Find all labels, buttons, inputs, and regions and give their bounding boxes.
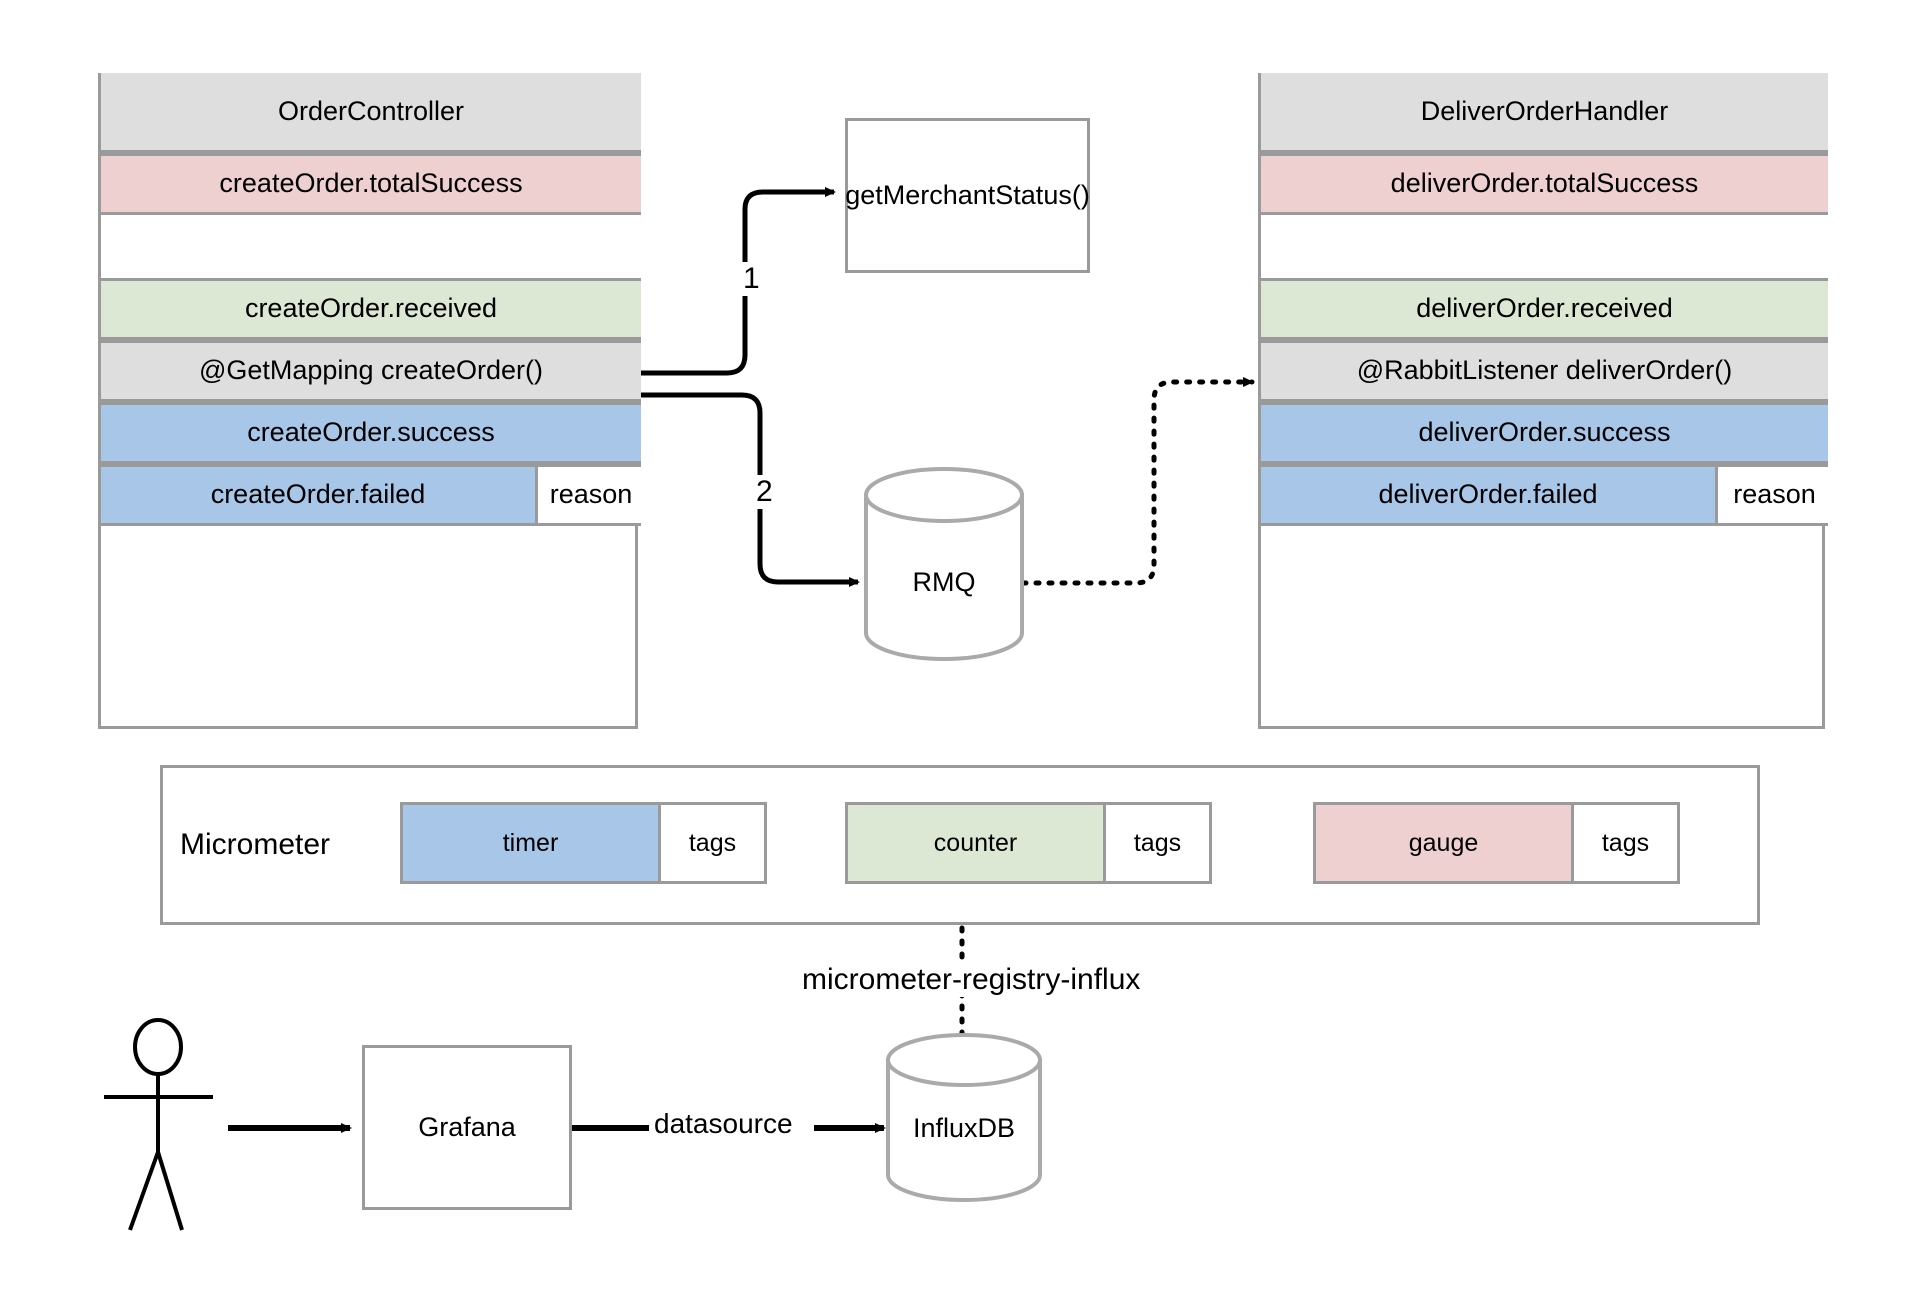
metric-timer-tags: tags xyxy=(688,828,737,857)
metric-gauge-name: gauge xyxy=(1408,828,1479,857)
order-controller-header-label: OrderController xyxy=(277,95,465,126)
influxdb-label-text: InfluxDB xyxy=(912,1112,1016,1143)
order-controller-box: OrderController createOrder.totalSuccess… xyxy=(98,73,641,729)
metric-timer-name-cell: timer xyxy=(403,805,661,881)
order-controller-header: OrderController xyxy=(101,73,641,153)
micrometer-registry-influx-label: micrometer-registry-influx xyxy=(798,963,1145,997)
metric-timer-tags-cell: tags xyxy=(661,805,764,881)
deliver-order-failed-label: deliverOrder.failed xyxy=(1378,479,1598,510)
metric-counter: counter tags xyxy=(845,802,1212,884)
deliver-order-totalsuccess-label: deliverOrder.totalSuccess xyxy=(1390,168,1699,199)
order-controller-row-method: @GetMapping createOrder() xyxy=(101,340,641,402)
call-number-1: 1 xyxy=(739,262,764,296)
deliver-order-row-totalsuccess: deliverOrder.totalSuccess xyxy=(1261,153,1828,215)
influxdb-cylinder xyxy=(886,1033,1042,1202)
deliver-order-row-spacer xyxy=(1261,215,1828,278)
metric-counter-tags: tags xyxy=(1133,828,1182,857)
call-number-2: 2 xyxy=(752,475,777,509)
influxdb-label: InfluxDB xyxy=(888,1108,1040,1148)
micrometer-panel-label-text: Micrometer xyxy=(180,828,331,861)
order-controller-totalsuccess-label: createOrder.totalSuccess xyxy=(219,168,523,199)
metric-gauge-tags-cell: tags xyxy=(1574,805,1677,881)
get-merchant-status-label: getMerchantStatus() xyxy=(845,180,1090,210)
datasource-edge-label: datasource xyxy=(650,1108,797,1140)
edge-createorder-to-getmerchantstatus xyxy=(638,187,836,376)
call-number-2-text: 2 xyxy=(756,475,773,508)
metric-gauge-tags: tags xyxy=(1601,828,1650,857)
order-controller-row-received: createOrder.received xyxy=(101,278,641,340)
metric-counter-name: counter xyxy=(933,828,1018,857)
deliver-order-row-method: @RabbitListener deliverOrder() xyxy=(1261,340,1828,402)
metric-counter-tags-cell: tags xyxy=(1106,805,1209,881)
deliver-order-method-label: @RabbitListener deliverOrder() xyxy=(1356,355,1733,386)
get-merchant-status-box: getMerchantStatus() xyxy=(845,118,1090,273)
deliver-order-handler-box: DeliverOrderHandler deliverOrder.totalSu… xyxy=(1258,73,1828,729)
grafana-box: Grafana xyxy=(362,1045,572,1210)
metric-gauge: gauge tags xyxy=(1313,802,1680,884)
metric-counter-name-cell: counter xyxy=(848,805,1106,881)
order-controller-row-totalsuccess: createOrder.totalSuccess xyxy=(101,153,641,215)
order-controller-failed-label: createOrder.failed xyxy=(210,479,426,510)
grafana-label: Grafana xyxy=(418,1112,516,1142)
deliver-order-failed-reason-cell: reason xyxy=(1721,467,1828,523)
order-controller-failed-reason-label: reason xyxy=(549,479,633,510)
metric-timer: timer tags xyxy=(400,802,767,884)
edge-createorder-to-rmq xyxy=(638,392,860,587)
order-controller-row-failed: createOrder.failed reason xyxy=(101,464,641,526)
deliver-order-row-failed: deliverOrder.failed reason xyxy=(1261,464,1828,526)
rmq-label-text: RMQ xyxy=(912,566,976,597)
deliver-order-failed-reason-label: reason xyxy=(1733,479,1816,510)
order-controller-method-label: @GetMapping createOrder() xyxy=(198,355,544,386)
order-controller-received-label: createOrder.received xyxy=(244,293,498,324)
call-number-1-text: 1 xyxy=(743,262,760,295)
order-controller-failed-cell: createOrder.failed xyxy=(101,467,538,523)
actor-stick-figure xyxy=(104,1018,213,1231)
micrometer-registry-influx-label-text: micrometer-registry-influx xyxy=(802,963,1141,996)
edge-rmq-to-deliverorder xyxy=(1020,377,1255,586)
order-controller-success-label: createOrder.success xyxy=(247,417,495,448)
datasource-edge-label-text: datasource xyxy=(654,1108,793,1139)
micrometer-panel-label: Micrometer xyxy=(180,820,410,870)
deliver-order-row-success: deliverOrder.success xyxy=(1261,402,1828,464)
order-controller-failed-reason-cell: reason xyxy=(541,467,641,523)
metric-timer-name: timer xyxy=(502,828,559,857)
deliver-order-handler-header-label: DeliverOrderHandler xyxy=(1420,95,1669,126)
deliver-order-handler-header: DeliverOrderHandler xyxy=(1261,73,1828,153)
deliver-order-row-received: deliverOrder.received xyxy=(1261,278,1828,340)
deliver-order-success-label: deliverOrder.success xyxy=(1418,417,1671,448)
rmq-label: RMQ xyxy=(866,562,1022,602)
metric-gauge-name-cell: gauge xyxy=(1316,805,1574,881)
order-controller-row-spacer xyxy=(101,215,641,278)
rmq-cylinder xyxy=(864,467,1024,661)
order-controller-row-success: createOrder.success xyxy=(101,402,641,464)
deliver-order-failed-cell: deliverOrder.failed xyxy=(1261,467,1718,523)
deliver-order-received-label: deliverOrder.received xyxy=(1416,293,1673,324)
